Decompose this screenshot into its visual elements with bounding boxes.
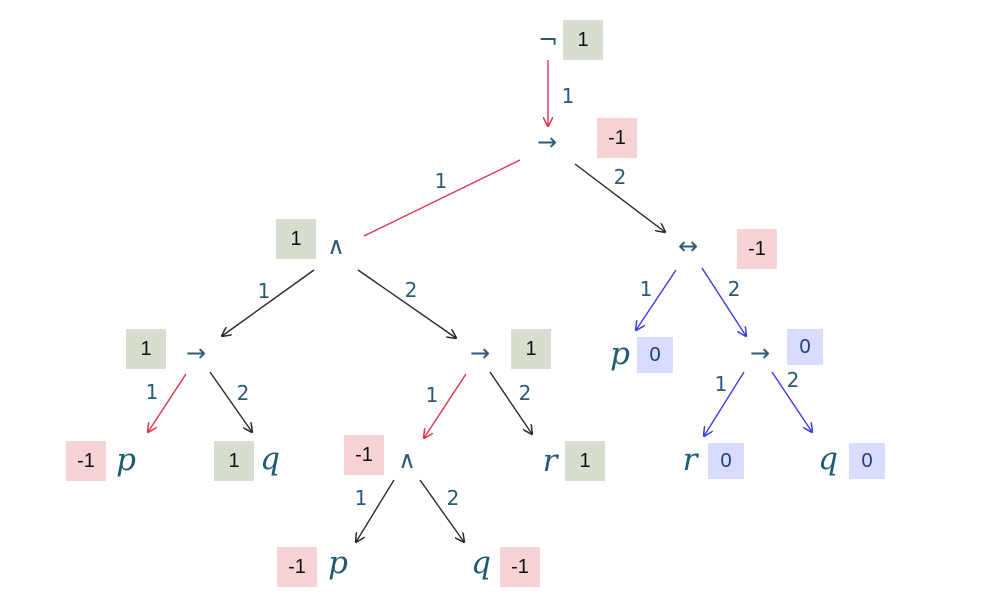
tree-edge-e-and-2 <box>357 269 456 338</box>
operator-impl-lr: → <box>469 339 491 367</box>
tree-edge-e-lr-1 <box>424 373 467 438</box>
variable-var-q-and: q <box>471 544 491 581</box>
tree-edge-e-rr-1 <box>704 371 745 436</box>
operator-root-not: ¬ <box>537 26 559 54</box>
value-badge-var-q-ll: 1 <box>214 441 254 481</box>
edge-label-e-rr-2: 2 <box>786 368 800 392</box>
variable-var-r-rr: r <box>682 441 698 478</box>
tree-edge-e-top-1 <box>363 159 521 237</box>
edge-label-e-top-1: 1 <box>434 169 448 193</box>
value-badge-var-p-and: -1 <box>277 547 317 587</box>
operator-iff-right: ↔ <box>677 232 699 260</box>
variable-var-p-iff: p <box>610 335 630 372</box>
edge-label-e-lr-2: 2 <box>518 381 532 405</box>
variable-var-q-ll: q <box>260 440 280 477</box>
tree-edge-e-ll-1 <box>148 373 187 432</box>
variable-var-p-ll: p <box>116 441 136 478</box>
value-badge-var-p-ll: -1 <box>66 441 106 481</box>
tree-edge-e-lrl-2 <box>419 479 464 542</box>
value-badge-impl-rr: 0 <box>787 329 823 365</box>
tree-edge-e-and-1 <box>222 269 315 336</box>
edge-label-e-ll-1: 1 <box>145 380 159 404</box>
tree-edge-e-rr-2 <box>771 371 812 432</box>
value-badge-impl-lr: 1 <box>511 329 551 369</box>
edge-label-e-lr-1: 1 <box>425 383 439 407</box>
edge-label-e-ll-2: 2 <box>236 381 250 405</box>
edge-label-e-lrl-1: 1 <box>354 486 368 510</box>
value-badge-var-r-rr: 0 <box>708 443 744 479</box>
edge-label-e-and-2: 2 <box>404 278 418 302</box>
edge-label-e-iff-1: 1 <box>639 277 653 301</box>
value-badge-iff-right: -1 <box>737 229 777 269</box>
operator-and-left: ∧ <box>327 232 345 260</box>
edge-label-e-rr-1: 1 <box>714 372 728 396</box>
operator-impl-rr: → <box>749 339 771 367</box>
operator-impl-ll: → <box>185 339 207 367</box>
edge-label-e-lrl-2: 2 <box>446 486 460 510</box>
value-badge-and-left: 1 <box>276 219 316 259</box>
value-badge-var-q-rr: 0 <box>849 443 885 479</box>
value-badge-root-not: 1 <box>563 20 603 60</box>
operator-impl-top: → <box>536 128 558 156</box>
value-badge-var-q-and: -1 <box>500 547 540 587</box>
tree-edge-e-iff-2 <box>701 267 746 336</box>
variable-var-r-lr: r <box>542 442 558 479</box>
edge-label-e-iff-2: 2 <box>727 277 741 301</box>
variable-var-q-rr: q <box>818 440 838 477</box>
operator-and-lrl: ∧ <box>398 446 416 474</box>
variable-var-p-and: p <box>328 544 348 581</box>
value-badge-impl-top: -1 <box>597 118 637 158</box>
edge-label-e-top-2: 2 <box>613 165 627 189</box>
edge-label-e-and-1: 1 <box>257 279 271 303</box>
tree-edge-e-lr-2 <box>489 371 532 434</box>
edge-label-e-root: 1 <box>561 84 575 108</box>
tree-edge-e-top-2 <box>574 163 665 232</box>
value-badge-var-p-iff: 0 <box>637 337 673 373</box>
tree-edge-e-ll-2 <box>209 371 252 432</box>
value-badge-var-r-lr: 1 <box>565 441 605 481</box>
tree-edge-e-lrl-1 <box>356 479 395 542</box>
value-badge-impl-ll: 1 <box>126 329 166 369</box>
value-badge-and-lrl: -1 <box>344 435 384 475</box>
tree-edge-e-iff-1 <box>636 269 677 330</box>
